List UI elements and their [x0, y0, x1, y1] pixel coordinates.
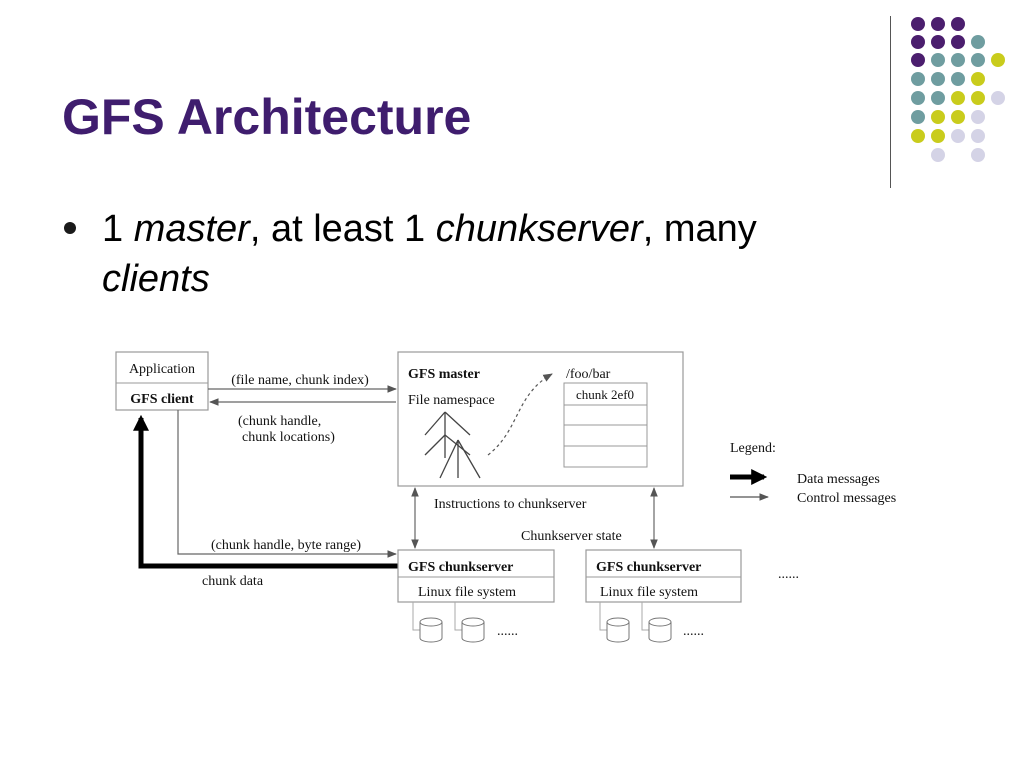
decorative-dot: [931, 72, 945, 86]
disk-icon: [648, 617, 672, 643]
decorative-dot: [971, 35, 985, 49]
decorative-dot: [931, 35, 945, 49]
decorative-dot: [931, 17, 945, 31]
disk-icon: [419, 617, 443, 643]
slide-title: GFS Architecture: [62, 89, 472, 145]
client-box: Application GFS client: [115, 351, 209, 411]
decorative-dot: [951, 35, 965, 49]
decorative-dot: [951, 17, 965, 31]
chunk-label: chunk 2ef0: [576, 387, 634, 402]
request-label: (file name, chunk index): [231, 373, 369, 388]
legend-control-messages: Control messages: [797, 491, 896, 506]
instructions-label: Instructions to chunkserver: [434, 497, 587, 512]
chunkserver-box-1: GFS chunkserver Linux file system ......: [397, 549, 555, 643]
chunkserver-2-title: GFS chunkserver: [596, 560, 701, 575]
chunk-data-label: chunk data: [202, 574, 264, 589]
byte-range-label: (chunk handle, byte range): [211, 538, 361, 553]
chunkserver-1-fs: Linux file system: [418, 585, 516, 600]
bullet-text: 1 master, at least 1 chunkserver, many c…: [102, 204, 862, 304]
decorative-dot: [971, 72, 985, 86]
chunkserver-1-title: GFS chunkserver: [408, 560, 513, 575]
application-label: Application: [129, 362, 195, 377]
bullet-sep-1: , at least 1: [249, 208, 426, 250]
decorative-dot: [931, 91, 945, 105]
decorative-dot: [931, 129, 945, 143]
decorative-dot-grid: [911, 17, 1005, 162]
master-title: GFS master: [408, 367, 480, 382]
gfs-client-label: GFS client: [130, 392, 194, 407]
decorative-dot: [991, 53, 1005, 67]
decorative-dot: [911, 110, 925, 124]
decorative-dot: [971, 91, 985, 105]
bullet-count: 1: [102, 208, 124, 250]
decorative-dot: [911, 35, 925, 49]
decorative-dot: [951, 72, 965, 86]
chunkserver-2-fs: Linux file system: [600, 585, 698, 600]
chunkserver-state-label: Chunkserver state: [521, 529, 622, 544]
master-box: GFS master File namespace /foo/bar chunk…: [397, 351, 684, 487]
decorative-dot: [931, 53, 945, 67]
decorative-dot: [991, 91, 1005, 105]
decorative-dot: [971, 110, 985, 124]
decorative-divider: [890, 16, 891, 188]
bullet-icon: [64, 222, 76, 234]
disk-ellipsis: ......: [683, 624, 704, 639]
more-chunkservers-ellipsis: ......: [778, 567, 799, 582]
decorative-dot: [951, 129, 965, 143]
namespace-to-path-arrow: [487, 373, 553, 456]
decorative-dot: [971, 129, 985, 143]
bullet-clients: clients: [102, 258, 210, 300]
response-label-2: chunk locations): [242, 430, 335, 445]
chunkserver-box-2: GFS chunkserver Linux file system ......: [585, 549, 742, 643]
disk-icon: [461, 617, 485, 643]
path-label: /foo/bar: [566, 367, 611, 382]
decorative-dot: [911, 17, 925, 31]
disk-icon: [606, 617, 630, 643]
disk-ellipsis: ......: [497, 624, 518, 639]
decorative-dot: [951, 91, 965, 105]
decorative-dot: [951, 53, 965, 67]
decorative-dot: [951, 110, 965, 124]
legend-title: Legend:: [730, 441, 776, 456]
decorative-dot: [911, 91, 925, 105]
legend-data-messages: Data messages: [797, 472, 880, 487]
decorative-dot: [911, 72, 925, 86]
decorative-dot: [971, 53, 985, 67]
response-label-1: (chunk handle,: [238, 414, 321, 429]
bullet-chunkserver: chunkserver: [435, 208, 643, 250]
bullet-master: master: [133, 208, 250, 250]
bullet-sep-2: , many: [642, 208, 757, 250]
decorative-dot: [911, 129, 925, 143]
file-namespace-label: File namespace: [408, 393, 495, 408]
byte-range-arrow: [177, 410, 397, 558]
decorative-dot: [931, 110, 945, 124]
legend: Legend: Data messages Control messages: [730, 441, 896, 506]
decorative-dot: [911, 53, 925, 67]
decorative-dot: [971, 148, 985, 162]
namespace-tree-icon: [424, 411, 481, 479]
chunk-data-arrow: [132, 414, 398, 569]
decorative-dot: [931, 148, 945, 162]
